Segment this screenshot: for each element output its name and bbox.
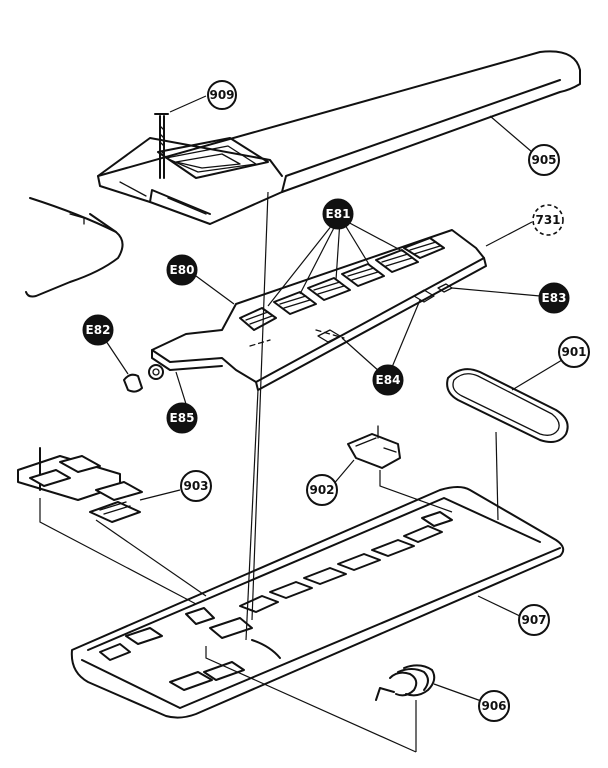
label-e82: E82 xyxy=(86,323,111,337)
callout-903: 903 xyxy=(180,470,212,502)
callout-e82: E82 xyxy=(82,314,114,346)
callout-905: 905 xyxy=(528,144,560,176)
callout-e81: E81 xyxy=(322,198,354,230)
pcb-key-row xyxy=(239,237,445,331)
label-e81: E81 xyxy=(326,207,351,221)
part-906-spring xyxy=(375,664,436,701)
part-907-base-tray xyxy=(70,486,565,719)
label-901: 901 xyxy=(561,345,586,359)
callout-e84: E84 xyxy=(372,364,404,396)
label-906: 906 xyxy=(481,699,506,713)
callout-902: 902 xyxy=(306,474,338,506)
callout-leaders xyxy=(103,95,563,703)
label-731: 731 xyxy=(535,213,560,227)
callout-909: 909 xyxy=(207,80,237,110)
label-e83: E83 xyxy=(542,291,567,305)
tray-battery-cells xyxy=(239,525,443,613)
callout-731: 731 xyxy=(532,204,564,236)
part-e82-contact xyxy=(123,373,143,393)
callout-e83: E83 xyxy=(538,282,570,314)
part-731-circuit-board xyxy=(148,229,487,391)
assembly-guide-lines xyxy=(39,191,499,753)
part-left-housing-fragment xyxy=(25,197,124,298)
label-e85: E85 xyxy=(170,411,195,425)
label-909: 909 xyxy=(209,88,234,102)
label-905: 905 xyxy=(531,153,556,167)
label-e84: E84 xyxy=(376,373,401,387)
callout-e80: E80 xyxy=(166,254,198,286)
label-e80: E80 xyxy=(170,263,195,277)
callout-907: 907 xyxy=(518,604,550,636)
callout-906: 906 xyxy=(478,690,510,722)
label-903: 903 xyxy=(183,479,208,493)
label-902: 902 xyxy=(309,483,334,497)
part-903-switch-assembly xyxy=(17,447,143,523)
callout-901: 901 xyxy=(558,336,590,368)
part-902-clip xyxy=(347,425,401,469)
part-909-screw xyxy=(154,113,169,179)
part-905-top-cover xyxy=(97,50,581,225)
callout-e85: E85 xyxy=(166,402,198,434)
label-907: 907 xyxy=(521,613,546,627)
part-901-rubber-belt xyxy=(446,368,569,443)
